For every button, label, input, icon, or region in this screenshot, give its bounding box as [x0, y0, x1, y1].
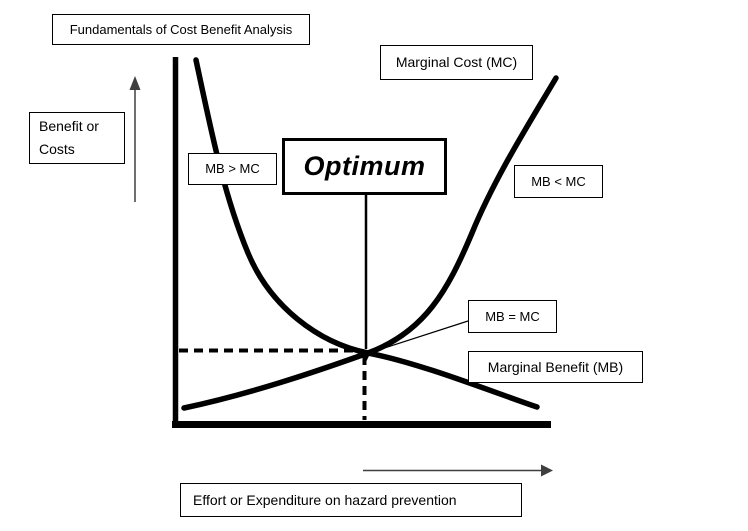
optimum-label-box: Optimum	[282, 138, 447, 195]
mb-less-mc-label-box: MB < MC	[514, 165, 603, 198]
mb-less-mc-label: MB < MC	[531, 173, 586, 189]
y-axis-label-line2: Costs	[39, 141, 75, 157]
x-axis-label-box: Effort or Expenditure on hazard preventi…	[180, 483, 522, 517]
marginal-benefit-label-box: Marginal Benefit (MB)	[468, 351, 643, 383]
mb-greater-mc-label-box: MB > MC	[188, 153, 277, 185]
marginal-cost-curve	[181, 75, 559, 411]
x-axis-arrow-icon	[541, 464, 553, 477]
x-axis-label: Effort or Expenditure on hazard preventi…	[193, 491, 457, 508]
y-axis-label-box: Benefit or Costs	[29, 112, 125, 164]
diagram-title: Fundamentals of Cost Benefit Analysis	[69, 21, 293, 37]
optimum-label: Optimum	[303, 151, 426, 182]
mb-equal-mc-label: MB = MC	[485, 308, 540, 324]
y-axis-arrow-icon	[129, 76, 141, 90]
mb-greater-mc-label: MB > MC	[205, 161, 260, 177]
marginal-cost-label-box: Marginal Cost (MC)	[380, 45, 533, 80]
marginal-cost-label: Marginal Cost (MC)	[395, 54, 518, 71]
diagram-title-box: Fundamentals of Cost Benefit Analysis	[52, 14, 310, 45]
marginal-benefit-label: Marginal Benefit (MB)	[487, 358, 624, 375]
y-axis-label-line1: Benefit or	[39, 118, 99, 134]
mb-equal-mc-label-box: MB = MC	[468, 300, 557, 333]
